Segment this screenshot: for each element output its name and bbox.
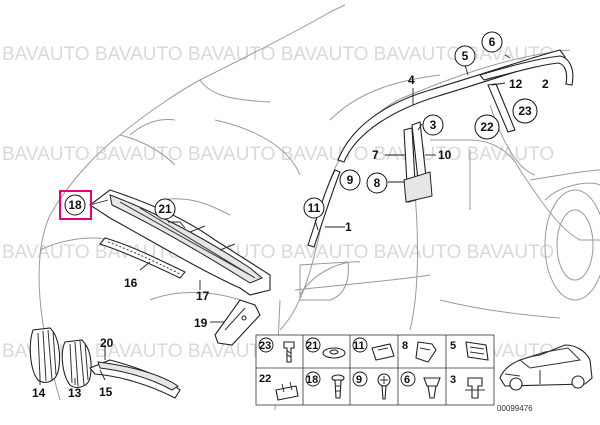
- legend-cell-23[interactable]: 23: [258, 337, 295, 363]
- legend-cell-5[interactable]: 5: [450, 340, 489, 361]
- legend-cell-11[interactable]: 11: [352, 337, 395, 361]
- fastener-legend: 23 21 11 8 5 22: [255, 334, 495, 406]
- roof-molding: [337, 49, 574, 163]
- watermark-row-3: BAVAUTO BAVAUTO BAVAUTO BAVAUTO BAVAUTO …: [2, 242, 554, 263]
- callout-11[interactable]: 11: [303, 197, 325, 219]
- callout-15[interactable]: 15: [99, 385, 113, 399]
- legend-label: 5: [450, 340, 456, 352]
- callout-label: 5: [462, 49, 469, 63]
- bracket: [214, 299, 261, 346]
- callout-label: 6: [489, 35, 496, 49]
- callout-3[interactable]: 3: [422, 114, 444, 136]
- document-id: 00099476: [497, 404, 533, 413]
- callout-label: 18: [68, 198, 82, 212]
- callout-label: 22: [480, 120, 494, 134]
- callout-label: 3: [430, 118, 437, 132]
- legend-label: 3: [450, 374, 456, 386]
- car-thumbnail: [499, 344, 593, 391]
- callout-5[interactable]: 5: [454, 45, 476, 67]
- callout-20[interactable]: 20: [100, 336, 114, 350]
- callout-label: 21: [158, 202, 172, 216]
- callout-18[interactable]: 18: [64, 194, 86, 216]
- callout-13[interactable]: 13: [68, 386, 82, 400]
- legend-label: 22: [259, 373, 271, 385]
- cowl-seal-strip: [99, 237, 186, 279]
- legend-label: 11: [353, 340, 365, 352]
- callout-2[interactable]: 2: [542, 77, 549, 91]
- legend-cell-6[interactable]: 6: [400, 371, 441, 399]
- legend-cell-18[interactable]: 18: [305, 371, 345, 399]
- callout-1[interactable]: 1: [345, 220, 352, 234]
- callout-16[interactable]: 16: [124, 276, 138, 290]
- callout-21[interactable]: 21: [154, 198, 176, 220]
- b-pillar-trim: [403, 121, 433, 203]
- bumper-trim: [89, 359, 181, 399]
- kidney-grille: [29, 327, 92, 388]
- callout-23[interactable]: 23: [512, 98, 538, 124]
- callout-6[interactable]: 6: [481, 31, 503, 53]
- callout-19[interactable]: 19: [194, 316, 208, 330]
- highlight-box-18: [59, 190, 92, 220]
- callout-8[interactable]: 8: [366, 172, 388, 194]
- legend-label: 9: [356, 374, 362, 386]
- callout-10[interactable]: 10: [438, 148, 452, 162]
- callout-14[interactable]: 14: [32, 386, 46, 400]
- legend-label: 6: [404, 374, 410, 386]
- legend-label: 18: [306, 374, 318, 386]
- cowl-panel: [89, 189, 271, 296]
- callout-9[interactable]: 9: [339, 169, 361, 191]
- legend-label: 8: [402, 340, 408, 352]
- callout-17[interactable]: 17: [196, 289, 210, 303]
- callout-label: 23: [518, 104, 532, 118]
- legend-cell-9[interactable]: 9: [352, 371, 391, 400]
- legend-cell-22[interactable]: 22: [259, 373, 299, 401]
- callout-label: 9: [347, 173, 354, 187]
- legend-cell-21[interactable]: 21: [305, 337, 346, 359]
- legend-cell-3[interactable]: 3: [450, 374, 485, 399]
- callout-label: 11: [308, 201, 321, 215]
- legend-cell-8[interactable]: 8: [402, 340, 437, 363]
- callout-22[interactable]: 22: [474, 114, 500, 140]
- callout-4[interactable]: 4: [408, 73, 415, 87]
- legend-label: 21: [306, 340, 318, 352]
- callout-7[interactable]: 7: [372, 148, 379, 162]
- callout-12[interactable]: 12: [509, 77, 523, 91]
- callout-label: 8: [374, 176, 381, 190]
- leader-lines: [39, 54, 511, 385]
- watermark-row-1: BAVAUTO BAVAUTO BAVAUTO BAVAUTO BAVAUTO …: [2, 44, 554, 65]
- legend-label: 23: [259, 340, 271, 352]
